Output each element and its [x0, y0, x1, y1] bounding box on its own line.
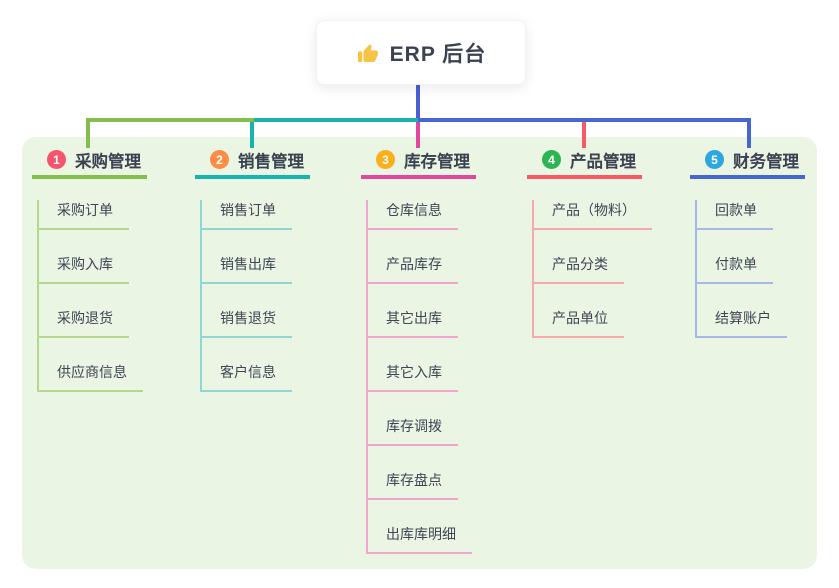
branch-drop-line: [86, 122, 90, 148]
branches-background-panel: [22, 137, 817, 569]
child-node[interactable]: 库存盘点: [368, 470, 458, 500]
branch-number-badge: 5: [705, 150, 724, 169]
branch-children-group: 回款单付款单结算账户: [695, 200, 787, 338]
bus-segment-right: [418, 118, 751, 122]
child-node[interactable]: 销售订单: [202, 200, 292, 230]
child-node[interactable]: 库存调拨: [368, 416, 458, 446]
child-node[interactable]: 采购入库: [39, 254, 129, 284]
branch-title-label: 采购管理: [75, 152, 141, 171]
child-node[interactable]: 仓库信息: [368, 200, 458, 230]
child-node[interactable]: 供应商信息: [39, 362, 143, 392]
branch: 3 库存管理 仓库信息产品库存其它出库其它入库库存调拨库存盘点出库库明细: [361, 146, 476, 554]
child-node[interactable]: 回款单: [697, 200, 773, 230]
branch-title[interactable]: 1 采购管理: [32, 146, 147, 179]
child-node[interactable]: 付款单: [697, 254, 773, 284]
branch-number-badge: 4: [542, 150, 561, 169]
branch-title[interactable]: 5 财务管理: [690, 146, 805, 179]
branch-title[interactable]: 4 产品管理: [527, 146, 642, 179]
branch-drop-line: [747, 122, 751, 148]
child-node[interactable]: 其它入库: [368, 362, 458, 392]
branch-drop-line: [250, 122, 254, 148]
branch-number-badge: 1: [47, 150, 66, 169]
branch: 5 财务管理 回款单付款单结算账户: [690, 146, 805, 338]
branch: 2 销售管理 销售订单销售出库销售退货客户信息: [195, 146, 310, 392]
root-node[interactable]: ERP 后台: [316, 20, 526, 85]
thumbs-up-icon: [357, 44, 378, 62]
child-node[interactable]: 其它出库: [368, 308, 458, 338]
branch-title[interactable]: 2 销售管理: [195, 146, 310, 179]
branch-children-group: 产品（物料） 产品分类产品单位: [532, 200, 652, 338]
branch-number-badge: 3: [376, 150, 395, 169]
child-node[interactable]: 产品单位: [534, 308, 624, 338]
child-node[interactable]: 产品库存: [368, 254, 458, 284]
branch-number-badge: 2: [210, 150, 229, 169]
bus-segment-purchase: [86, 118, 254, 122]
branch: 4 产品管理 产品（物料） 产品分类产品单位: [527, 146, 652, 338]
branch-children-group: 仓库信息产品库存其它出库其它入库库存调拨库存盘点出库库明细: [366, 200, 472, 554]
root-connector-line: [416, 83, 420, 120]
child-node[interactable]: 结算账户: [697, 308, 787, 338]
branch-children-group: 采购订单采购入库采购退货供应商信息: [37, 200, 143, 392]
bus-segment-sales: [254, 118, 418, 122]
child-node[interactable]: 采购订单: [39, 200, 129, 230]
child-node[interactable]: 客户信息: [202, 362, 292, 392]
root-node-title: ERP 后台: [389, 42, 487, 66]
branch-drop-line: [416, 122, 420, 148]
branch: 1 采购管理 采购订单采购入库采购退货供应商信息: [32, 146, 147, 392]
child-node[interactable]: 出库库明细: [368, 524, 472, 554]
branch-title-label: 财务管理: [733, 152, 799, 171]
branch-title-label: 库存管理: [404, 152, 470, 171]
child-node[interactable]: 采购退货: [39, 308, 129, 338]
child-node[interactable]: 销售退货: [202, 308, 292, 338]
branch-drop-line: [582, 122, 586, 148]
child-node[interactable]: 产品（物料）: [534, 200, 652, 230]
child-node[interactable]: 产品分类: [534, 254, 624, 284]
branch-title-label: 产品管理: [570, 152, 636, 171]
child-node[interactable]: 销售出库: [202, 254, 292, 284]
branch-title-label: 销售管理: [238, 152, 304, 171]
branch-title[interactable]: 3 库存管理: [361, 146, 476, 179]
branch-children-group: 销售订单销售出库销售退货客户信息: [200, 200, 292, 392]
